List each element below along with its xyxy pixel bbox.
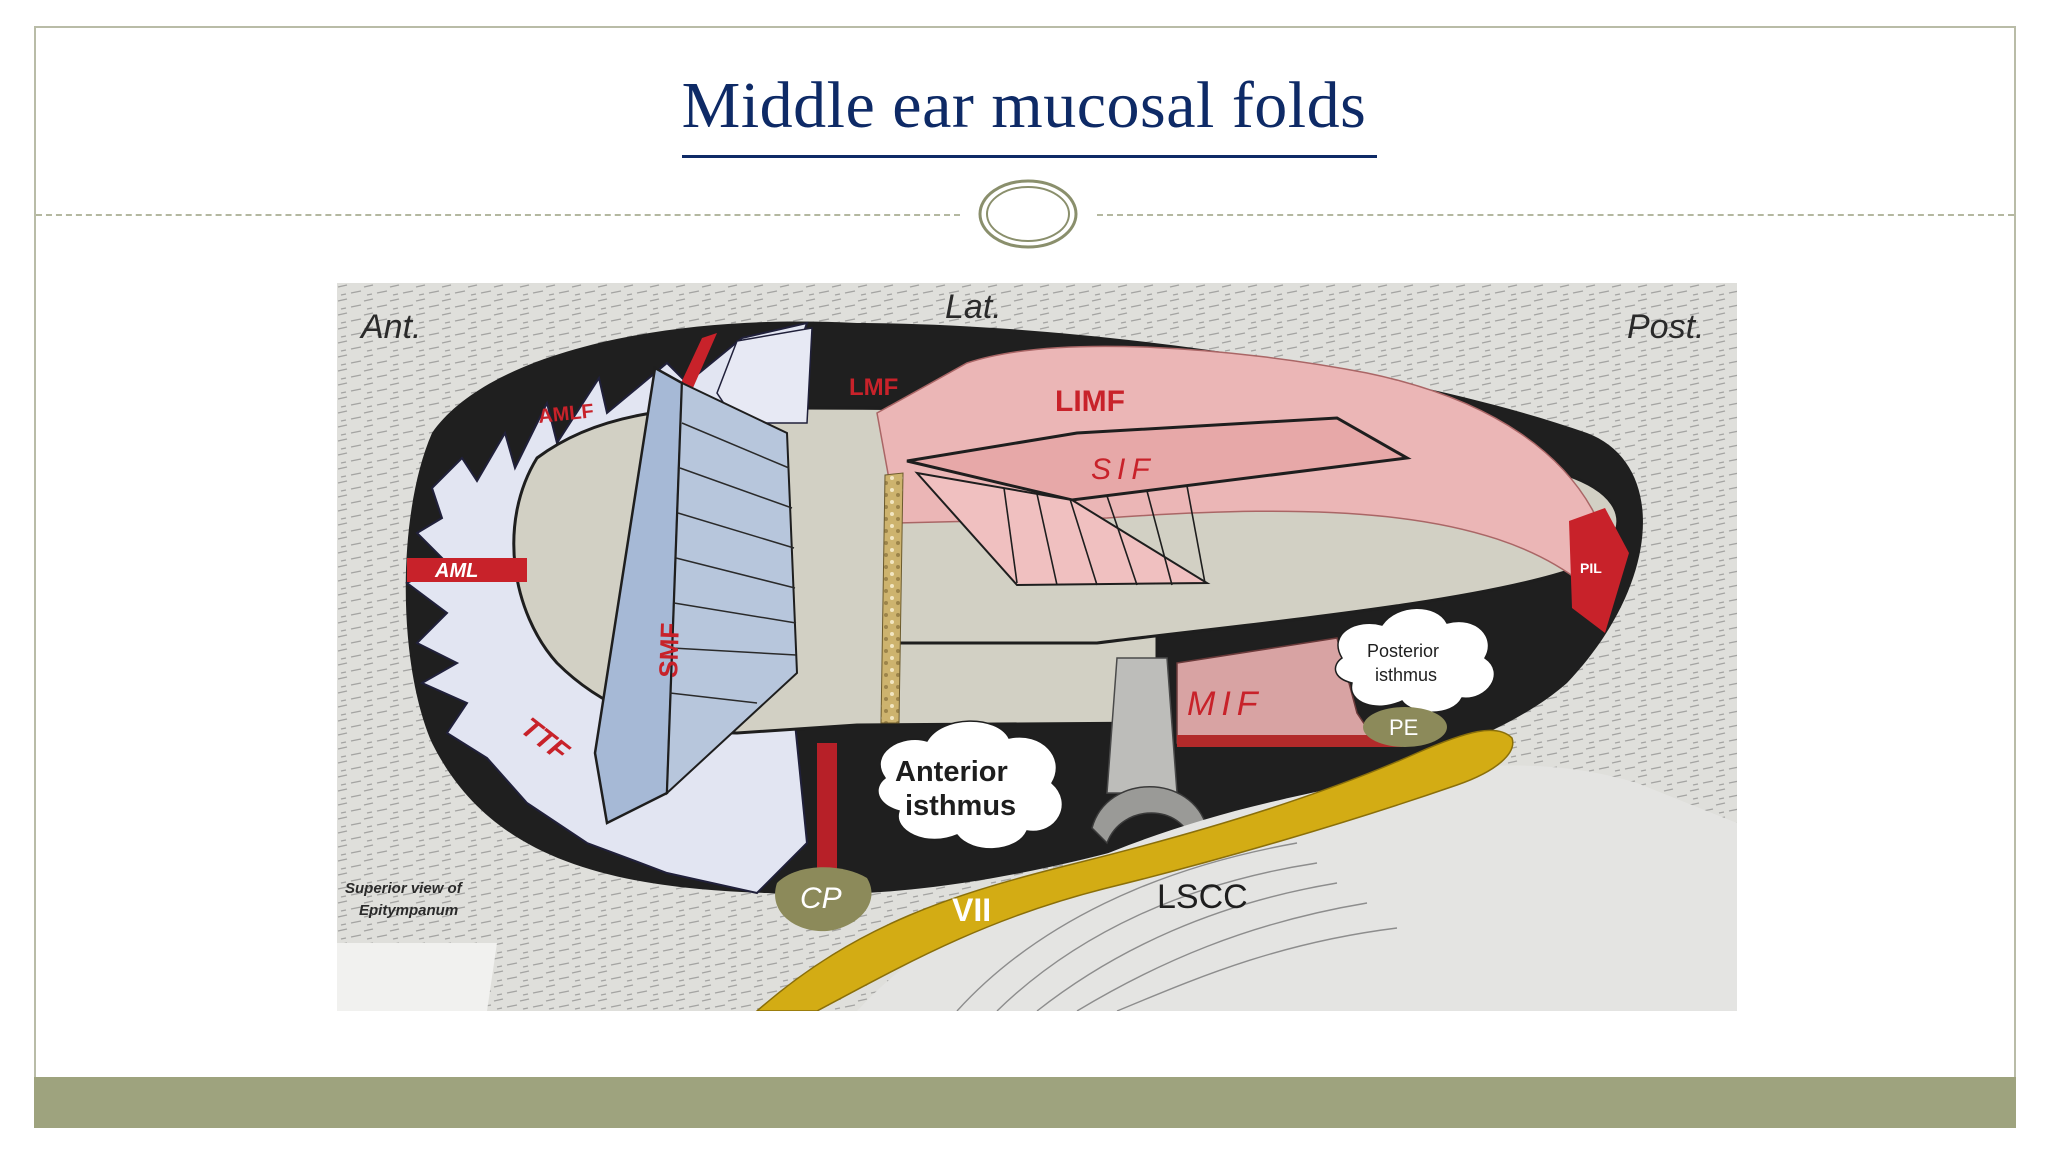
pil-label: PIL	[1580, 560, 1602, 576]
aml-label: AML	[434, 560, 478, 582]
incudomallear-joint	[880, 472, 904, 724]
divider-line-left	[36, 214, 960, 216]
diagram-canvas: Ant. Lat. Post. AMLF AML LMF LIMF SIF SM…	[337, 283, 1737, 1011]
tensor-tympani-edge	[817, 743, 837, 893]
lmf-label: LMF	[849, 374, 898, 401]
footer-bar	[34, 1077, 2016, 1128]
caption-line-1: Superior view of	[345, 880, 464, 897]
posterior-isthmus-cloud	[1334, 607, 1496, 713]
limf-label: LIMF	[1055, 385, 1125, 418]
caption-panel	[337, 943, 497, 1011]
vii-label: VII	[952, 892, 991, 928]
mif-edge	[1177, 735, 1402, 747]
posterior-incudal-ligament	[1569, 508, 1629, 633]
cochleariform-process	[775, 867, 872, 932]
pe-label: PE	[1389, 715, 1418, 740]
pyramidal-eminence	[1363, 707, 1447, 747]
sif-fan	[914, 471, 1211, 587]
sif-fan-lines	[1003, 485, 1206, 586]
mif-label: MIF	[1187, 685, 1264, 723]
oval-ornament-icon	[978, 179, 1078, 249]
lateral-orientation-label: Lat.	[945, 288, 1002, 326]
smf-label: SMF	[653, 622, 685, 678]
superior-mallear-fold	[593, 366, 684, 825]
anterior-isthmus-label-line-2: isthmus	[905, 790, 1016, 822]
aml-ligament	[407, 558, 527, 582]
title-underline	[682, 155, 1377, 158]
stapes	[1091, 657, 1208, 845]
posterior-isthmus-label-line-1: Posterior	[1367, 641, 1439, 661]
lscc-area	[857, 765, 1737, 1011]
anterior-isthmus-cloud	[877, 720, 1064, 850]
lateral-mallear-fold	[716, 327, 813, 424]
lscc-contour-lines	[956, 842, 1398, 1011]
divider-line-right	[1097, 214, 2014, 216]
caption-line-2: Epitympanum	[359, 902, 458, 919]
slide-title: Middle ear mucosal folds	[681, 69, 1367, 142]
superior-incudal-fold	[906, 416, 1412, 502]
smf-fan	[665, 381, 799, 796]
sif-label: SIF	[1091, 453, 1156, 486]
posterior-isthmus-label-line-2: isthmus	[1375, 665, 1437, 685]
posterior-orientation-label: Post.	[1627, 308, 1704, 346]
smf-fan-lines	[669, 422, 797, 704]
lscc-label: LSCC	[1157, 878, 1248, 916]
facial-nerve-vii	[755, 729, 1514, 1011]
epitympanum-diagram: Ant. Lat. Post. AMLF AML LMF LIMF SIF SM…	[337, 283, 1737, 1011]
anterior-orientation-label: Ant.	[359, 308, 421, 346]
cp-label: CP	[800, 882, 842, 915]
anterior-isthmus-label-line-1: Anterior	[895, 756, 1008, 788]
